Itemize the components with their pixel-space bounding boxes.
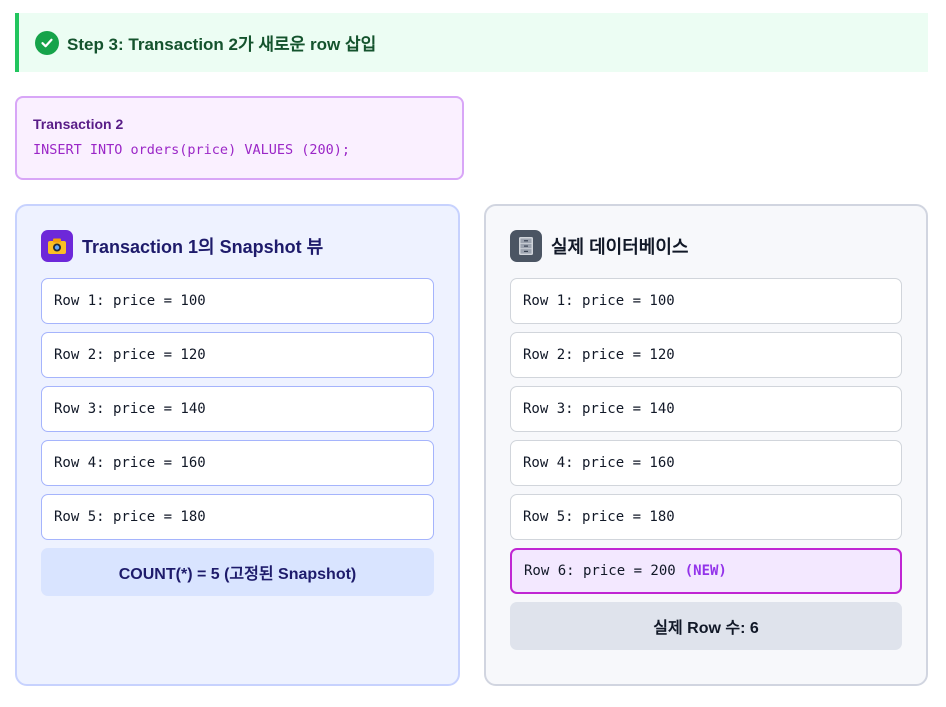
new-row-tag: (NEW) [684,563,727,579]
database-new-row: Row 6: price = 200 (NEW) [510,548,902,594]
database-row: Row 1: price = 100 [510,278,902,324]
file-cabinet-icon [510,230,542,262]
new-row-text: Row 6: price = 200 [524,563,676,579]
snapshot-row: Row 3: price = 140 [41,386,434,432]
database-row: Row 2: price = 120 [510,332,902,378]
database-row: Row 3: price = 140 [510,386,902,432]
sql-label: Transaction 2 [33,116,124,132]
camera-icon [41,230,73,262]
snapshot-row: Row 4: price = 160 [41,440,434,486]
snapshot-row: Row 5: price = 180 [41,494,434,540]
snapshot-rows: Row 1: price = 100 Row 2: price = 120 Ro… [41,278,434,596]
snapshot-count-summary: COUNT(*) = 5 (고정된 Snapshot) [41,548,434,596]
sql-code: INSERT INTO orders(price) VALUES (200); [33,142,350,158]
step-banner: Step 3: Transaction 2가 새로운 row 삽입 [15,13,928,72]
database-count-summary: 실제 Row 수: 6 [510,602,902,650]
database-row: Row 4: price = 160 [510,440,902,486]
snapshot-row: Row 1: price = 100 [41,278,434,324]
database-panel-title: 실제 데이터베이스 [551,237,689,257]
snapshot-row: Row 2: price = 120 [41,332,434,378]
snapshot-panel-title: Transaction 1의 Snapshot 뷰 [82,237,324,257]
step-title: Step 3: Transaction 2가 새로운 row 삽입 [67,35,377,54]
check-circle-icon [35,30,59,55]
database-row: Row 5: price = 180 [510,494,902,540]
snapshot-panel-header: Transaction 1의 Snapshot 뷰 [41,230,323,262]
database-panel: 실제 데이터베이스 Row 1: price = 100 Row 2: pric… [484,204,928,686]
database-panel-header: 실제 데이터베이스 [510,230,688,262]
sql-box: Transaction 2 INSERT INTO orders(price) … [15,96,464,180]
database-rows: Row 1: price = 100 Row 2: price = 120 Ro… [510,278,902,650]
snapshot-panel: Transaction 1의 Snapshot 뷰 Row 1: price =… [15,204,460,686]
